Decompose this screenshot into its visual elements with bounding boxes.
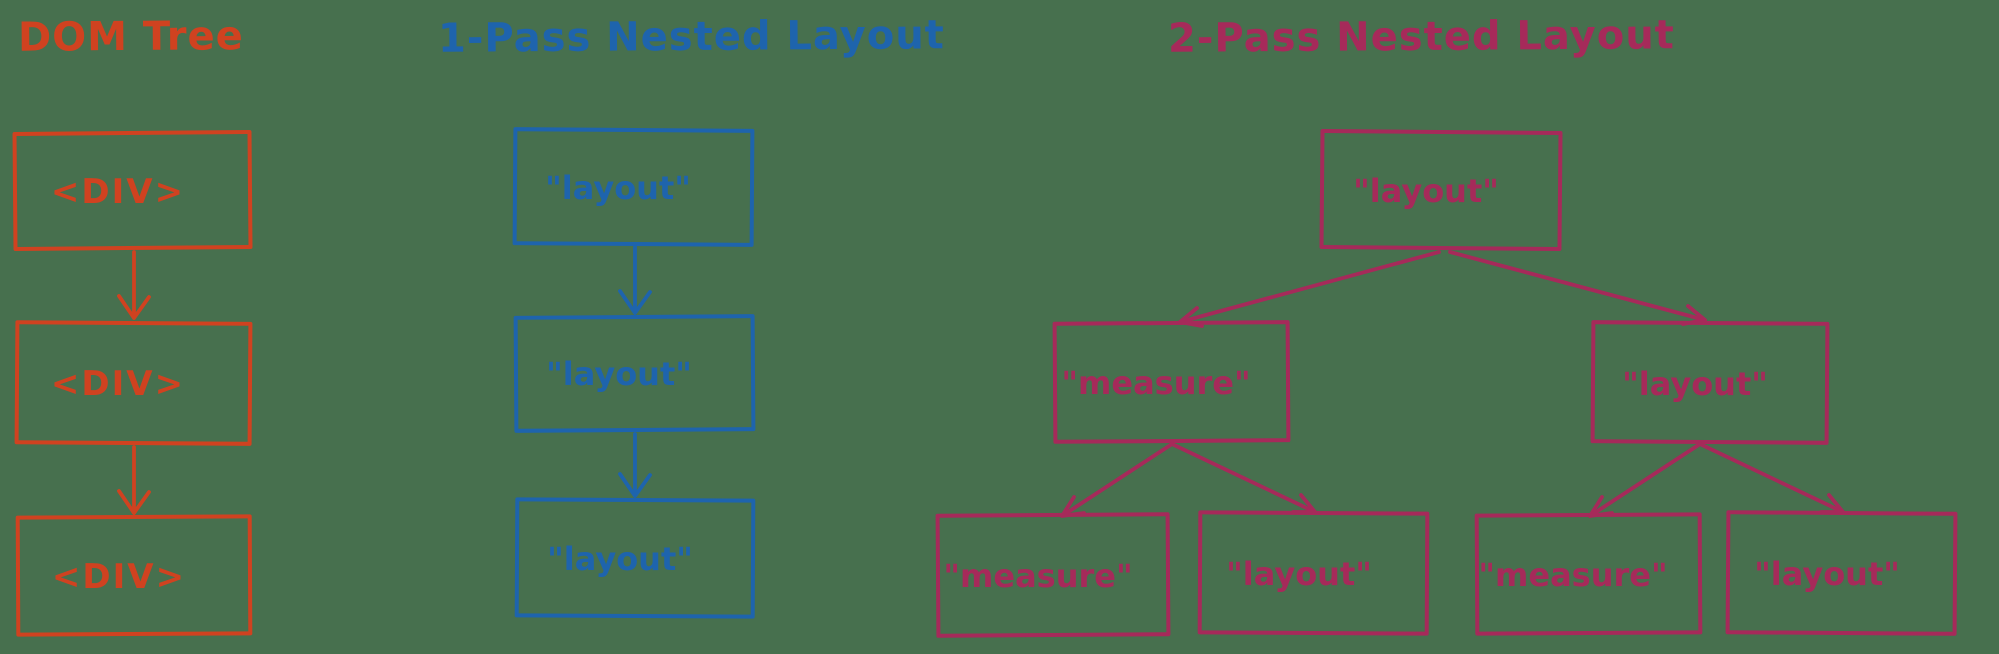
dom-tree-arrow-2-3 (117, 445, 151, 515)
dom-tree-node-label-2: <DIV> (51, 364, 185, 404)
dom-tree-arrow-1-2 (117, 250, 151, 320)
one-pass-arrow-2-3 (618, 432, 652, 498)
dom-tree-node-box-3 (15, 514, 253, 637)
two-pass-arrow-child2-right (1698, 442, 1845, 514)
two-pass-grandchild-box-1 (935, 512, 1171, 638)
two-pass-grandchild-box-2 (1197, 510, 1430, 636)
two-pass-child-label-1: "measure" (1061, 364, 1250, 402)
two-pass-arrow-child1-left (1060, 442, 1174, 518)
two-pass-child-box-1 (1052, 320, 1291, 444)
two-pass-arrow-child1-right (1170, 442, 1317, 514)
one-pass-group: "layout" "layout" "layout" (512, 127, 756, 619)
one-pass-node-box-1 (512, 127, 755, 247)
two-pass-arrow-root-left (1178, 250, 1441, 328)
dom-tree-node-box-2 (14, 320, 253, 446)
two-pass-grandchild-box-4 (1725, 510, 1958, 636)
two-pass-arrow-child2-left (1588, 442, 1702, 518)
two-pass-grandchild-label-1: "measure" (943, 557, 1132, 595)
one-pass-arrow-1-2 (618, 245, 652, 315)
one-pass-node-box-3 (514, 497, 756, 619)
two-pass-child-label-2: "layout" (1622, 365, 1768, 403)
two-pass-root-box (1319, 128, 1563, 252)
one-pass-node-box-2 (513, 314, 756, 433)
two-pass-grandchild-box-3 (1474, 512, 1703, 636)
two-pass-grandchild-label-2: "layout" (1226, 555, 1372, 593)
dom-tree-node-label-1: <DIV> (51, 172, 185, 212)
two-pass-grandchild-label-4: "layout" (1754, 555, 1900, 593)
two-pass-arrow-root-right (1448, 250, 1707, 326)
two-pass-group: "layout" "measure" "layout" "measure" "l… (935, 128, 1958, 638)
dom-tree-group: <DIV> <DIV> <DIV> (12, 129, 253, 637)
one-pass-node-label-1: "layout" (545, 169, 691, 207)
dom-tree-node-label-3: <DIV> (52, 557, 186, 597)
two-pass-root-label: "layout" (1353, 172, 1499, 210)
two-pass-child-box-2 (1590, 320, 1830, 445)
one-pass-node-label-2: "layout" (546, 355, 692, 393)
one-pass-node-label-3: "layout" (547, 540, 693, 578)
two-pass-grandchild-label-3: "measure" (1478, 556, 1667, 594)
dom-tree-node-box-1 (12, 129, 253, 252)
